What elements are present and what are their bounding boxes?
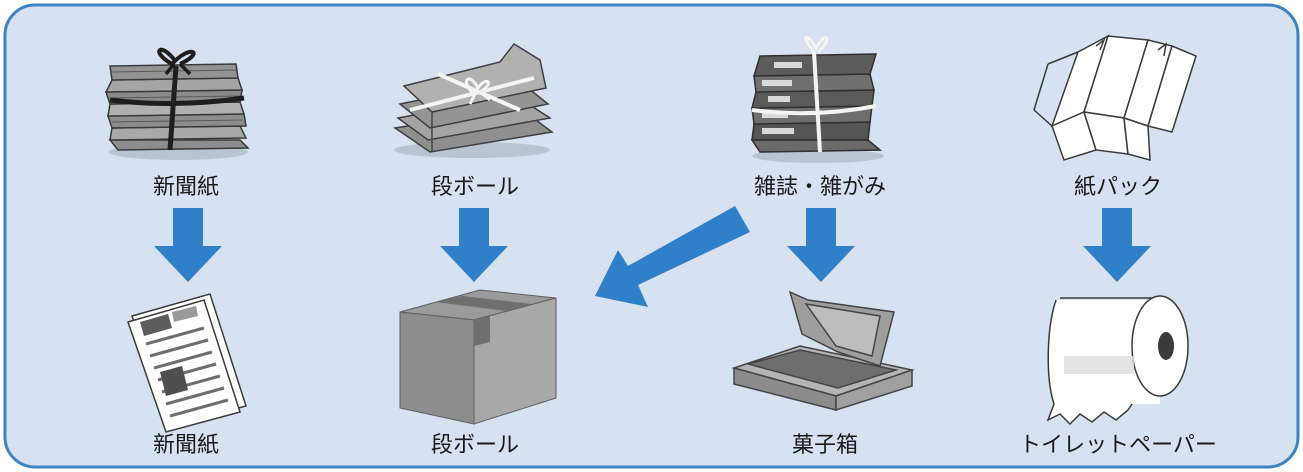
source-label-cardboard: 段ボール: [431, 175, 519, 200]
arrow-cardboard-to-cardboard: [440, 208, 508, 282]
source-label-magazine: 雑誌・雑がみ: [754, 175, 886, 200]
cardboard-box-icon: [399, 289, 557, 425]
product-label-cardboard: 段ボール: [431, 433, 519, 458]
product-label-snack-box: 菓子箱: [792, 433, 858, 458]
snack-box-icon: [731, 290, 915, 412]
arrow-magazine-to-cardboard: [595, 206, 750, 307]
arrow-magazine-to-snack-box: [787, 208, 855, 282]
milk-carton-unfolded-icon: [1033, 34, 1197, 161]
arrow-milk-carton-to-toilet-paper: [1083, 208, 1151, 282]
product-label-toilet-paper: トイレットペーパー: [1019, 433, 1217, 458]
toilet-paper-roll-icon: [1046, 295, 1189, 426]
source-label-milk-carton: 紙パック: [1074, 175, 1162, 200]
cardboard-bundle-icon: [393, 43, 554, 158]
newspaper-icon: [127, 293, 247, 433]
magazine-bundle-icon: [750, 35, 884, 163]
source-label-newspaper: 新聞紙: [153, 175, 219, 200]
newspaper-bundle-icon: [104, 47, 250, 160]
arrow-newspaper-to-newspaper: [154, 208, 222, 282]
product-label-newspaper: 新聞紙: [153, 433, 219, 458]
diagram-panel: [3, 3, 1300, 469]
